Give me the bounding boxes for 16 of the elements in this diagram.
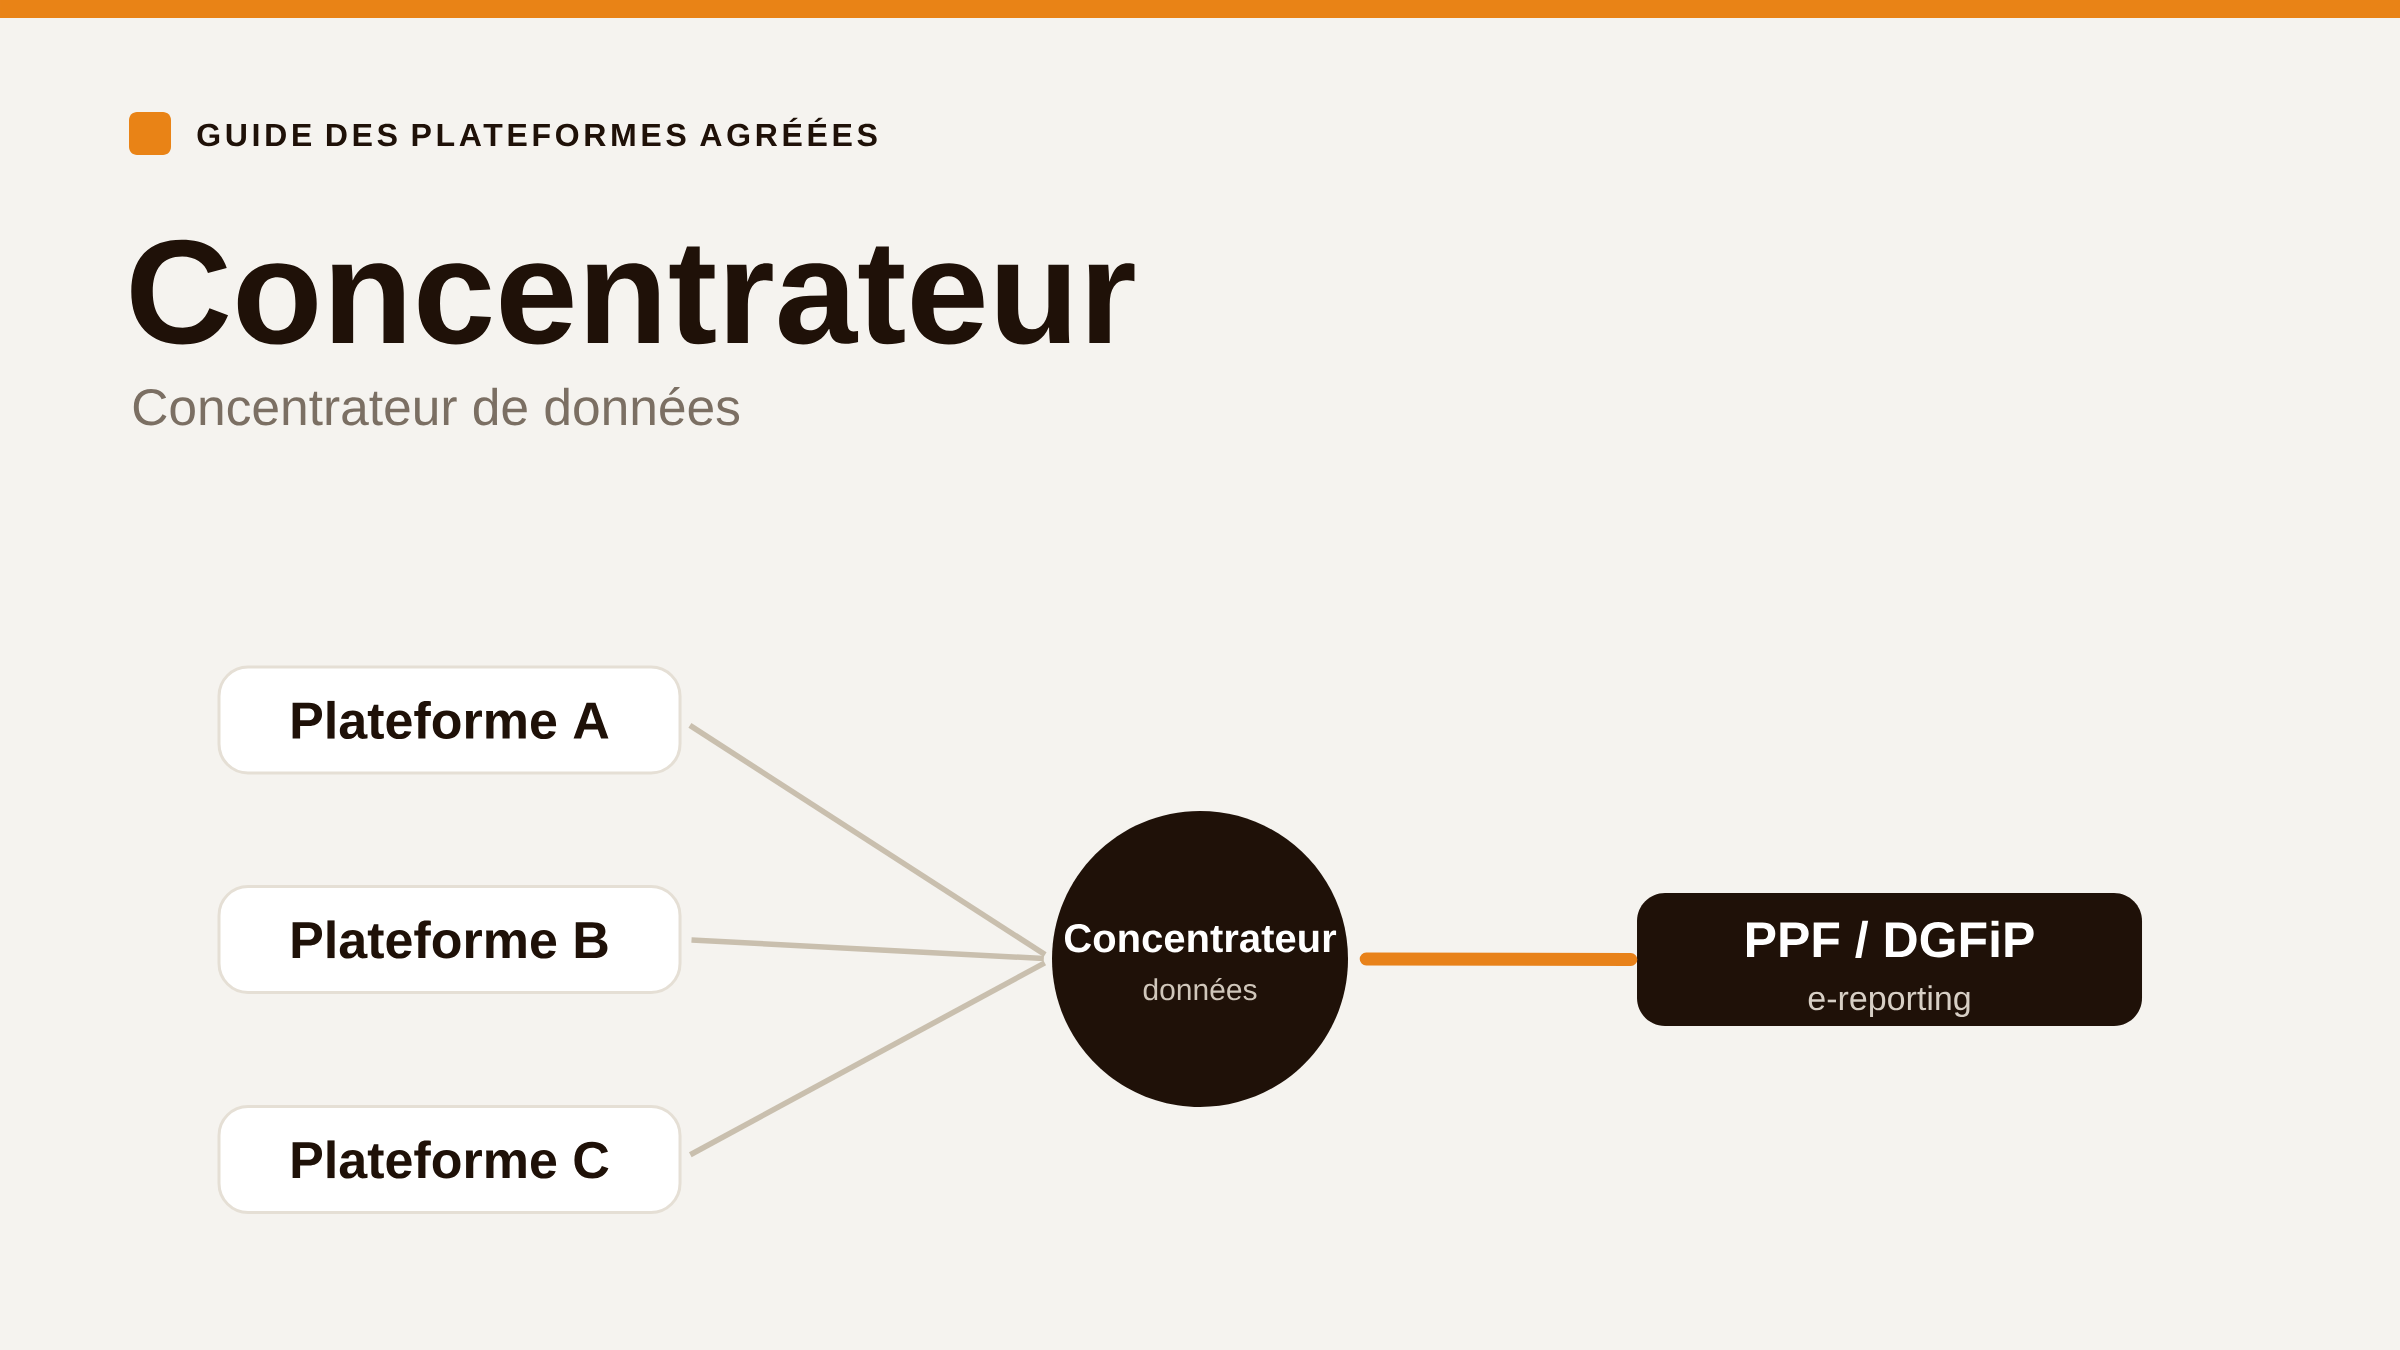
destination-box (1637, 893, 2142, 1026)
subtitle: Concentrateur de données (133, 387, 740, 426)
node-title: Concentrateur (1064, 924, 1337, 953)
page-title: Concentrateur (131, 239, 1135, 345)
platform-box: Plateforme A (217, 665, 682, 775)
node-title: PPF / DGFiP (1747, 920, 2034, 958)
connector-line (691, 937, 1044, 962)
hub-circle (1052, 811, 1348, 1107)
node-subtitle: données (1143, 977, 1257, 1001)
node-subtitle: e-reporting (1808, 985, 1970, 1018)
platform-box: Plateforme C (217, 1105, 682, 1214)
connector-line (688, 723, 1047, 957)
platform-box: Plateforme B (217, 885, 682, 994)
kicker-label: GUIDE DES PLATEFORMES AGRÉÉES (197, 117, 877, 147)
connector-line (689, 960, 1047, 1158)
connector-line (1359, 952, 1638, 966)
